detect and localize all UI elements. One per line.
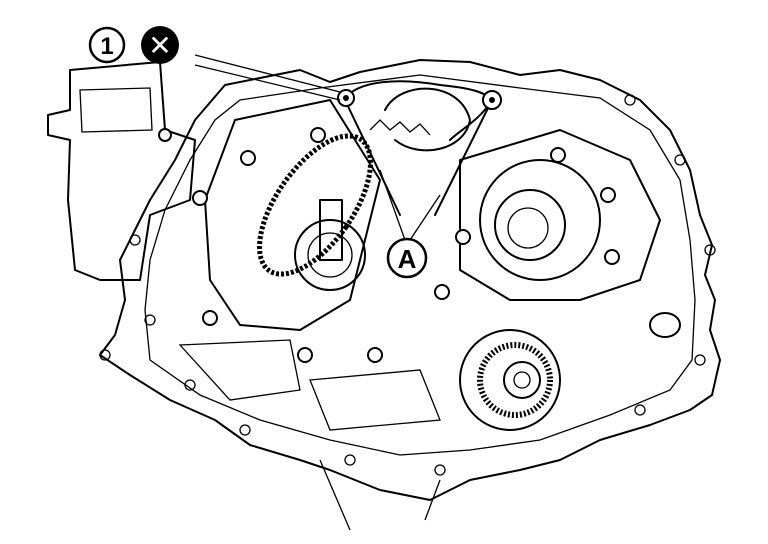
- oil-pump-gear: [384, 87, 471, 152]
- bolts: [158, 89, 620, 363]
- callout-leader-a: [379, 169, 441, 241]
- svg-text:✕: ✕: [148, 29, 171, 62]
- point-a-callout: A: [386, 237, 428, 279]
- oil-baffle-bracket: [344, 80, 493, 141]
- right-bore-housing: [459, 129, 661, 301]
- case-flange: [144, 74, 696, 456]
- do-not-reuse-icon: ✕: [141, 26, 179, 64]
- part-number-label: 1: [100, 33, 113, 60]
- callout-leader-1: [194, 54, 341, 101]
- transaxle-case-outline: [99, 59, 721, 501]
- differential-gear: [459, 329, 561, 431]
- flange-holes: [99, 94, 716, 476]
- left-housing: [47, 61, 196, 281]
- drive-chain: [257, 133, 373, 277]
- input-shaft: [294, 219, 366, 291]
- point-a-label: A: [398, 244, 417, 274]
- left-cavity: [204, 99, 381, 331]
- part-number-callout: 1: [88, 26, 126, 64]
